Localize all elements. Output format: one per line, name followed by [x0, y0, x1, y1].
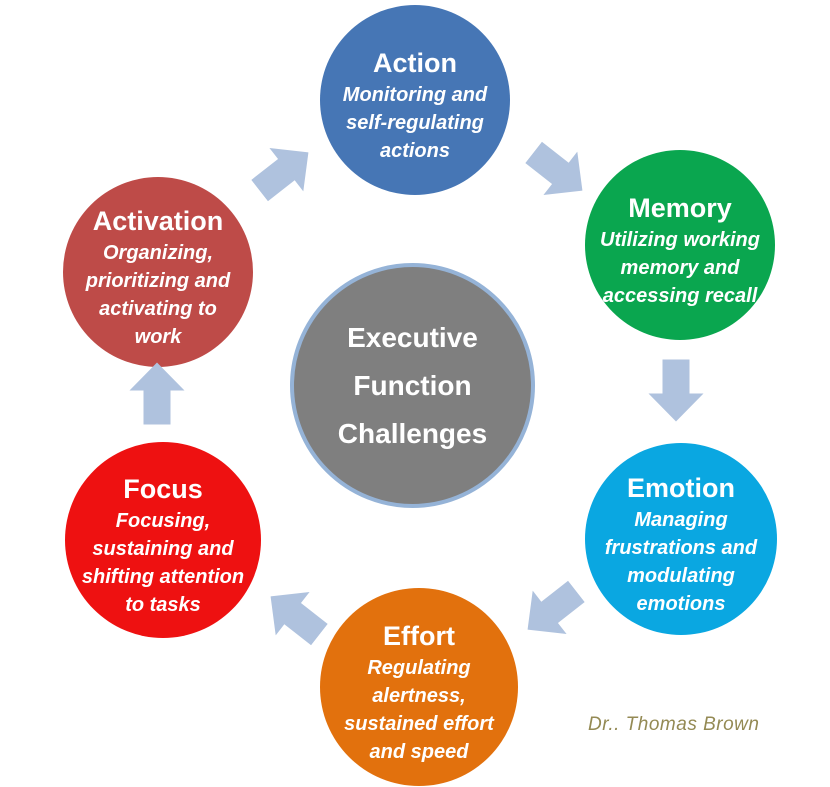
arrow-down-right-icon: [517, 131, 600, 213]
arrow-down-left-icon: [511, 570, 594, 652]
node-effort: Effort Regulating alertness, sustained e…: [320, 588, 518, 786]
attribution-text: Dr.. Thomas Brown: [588, 714, 760, 735]
node-activation-description: Organizing, prioritizing and activating …: [85, 242, 231, 348]
node-focus-description: Focusing, sustaining and shifting attent…: [81, 510, 245, 616]
center-title: Executive Function Challenges: [337, 321, 488, 449]
node-emotion: Emotion Managing frustrations and modula…: [585, 443, 777, 635]
center-node: Executive Function Challenges: [290, 263, 535, 508]
node-action-description: Monitoring and self-regulating actions: [342, 84, 488, 162]
node-memory: Memory Utilizing working memory and acce…: [585, 150, 775, 340]
node-effort-title: Effort: [383, 621, 455, 651]
node-memory-title: Memory: [628, 193, 732, 223]
node-focus-title: Focus: [123, 474, 203, 504]
node-focus: Focus Focusing, sustaining and shifting …: [65, 442, 261, 638]
node-activation: Activation Organizing, prioritizing and …: [63, 177, 253, 367]
arrow-up-right-icon: [243, 131, 326, 213]
node-memory-description: Utilizing working memory and accessing r…: [600, 229, 760, 307]
node-activation-title: Activation: [92, 206, 224, 236]
arrow-up-icon: [129, 362, 185, 425]
arrow-down-icon: [648, 359, 704, 422]
arrow-up-left-icon: [254, 575, 337, 657]
node-effort-description: Regulating alertness, sustained effort a…: [344, 657, 494, 763]
node-emotion-title: Emotion: [627, 473, 735, 503]
node-action: Action Monitoring and self-regulating ac…: [320, 5, 510, 195]
node-emotion-description: Managing frustrations and modulating emo…: [604, 509, 758, 615]
node-action-title: Action: [373, 48, 457, 78]
